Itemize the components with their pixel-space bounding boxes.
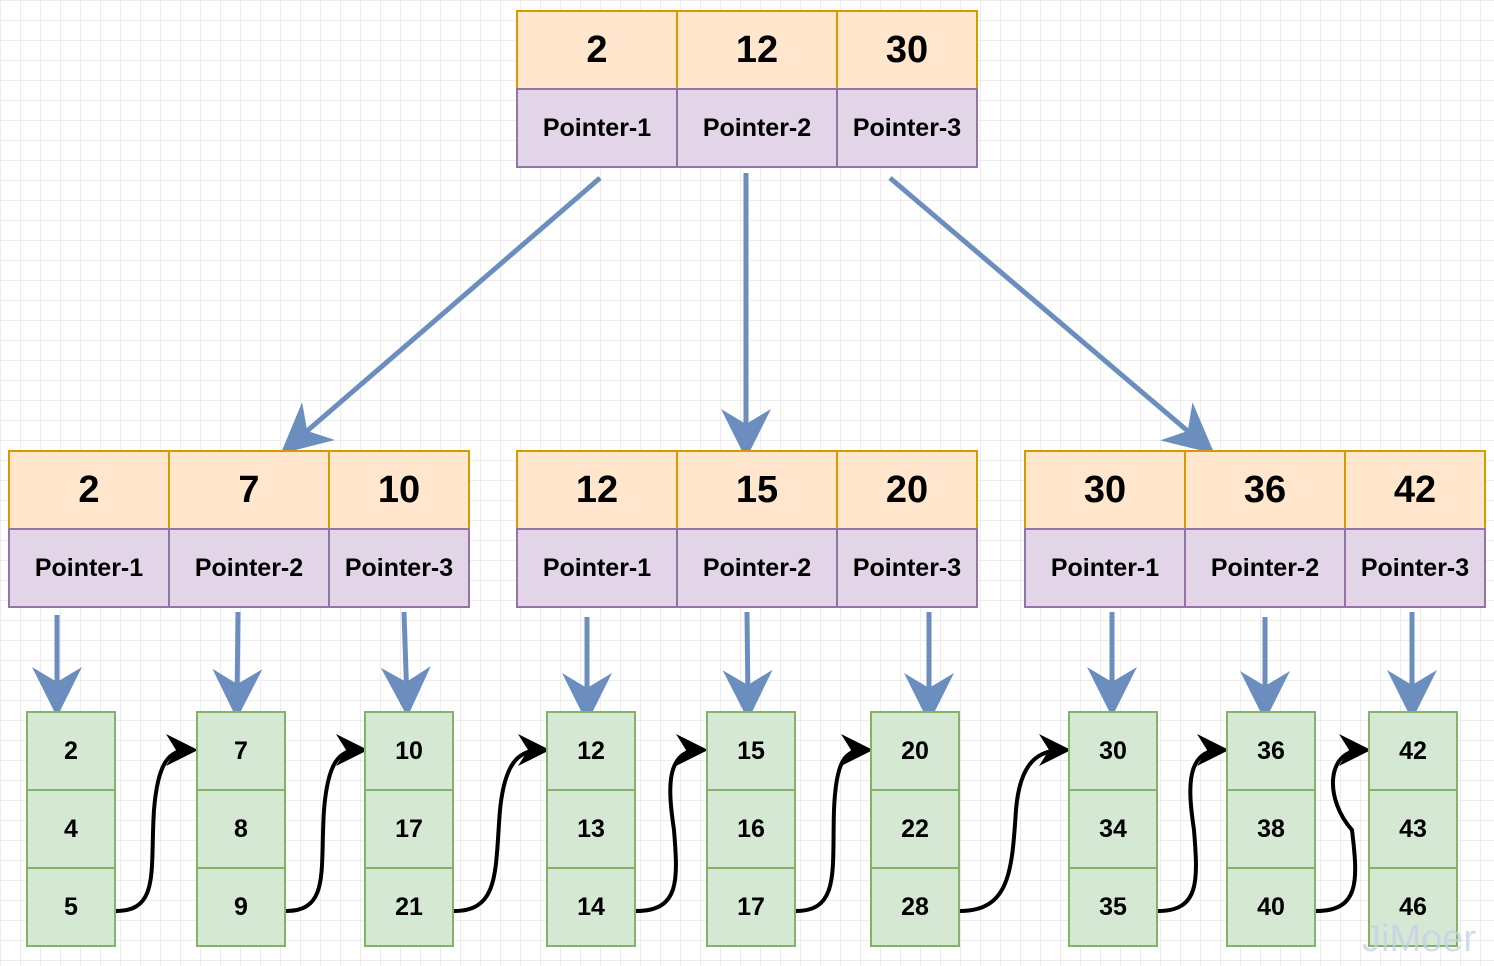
leaf-5-value-2: 16 (706, 789, 796, 869)
root-pointer-3: Pointer-3 (836, 88, 978, 168)
leaf-5-value-1: 15 (706, 711, 796, 791)
root-key-1: 2 (516, 10, 678, 90)
leaf-1-value-3: 5 (26, 867, 116, 947)
leaf-link-3 (453, 734, 550, 913)
leaf-5-value-3: 17 (706, 867, 796, 947)
leaf-4-value-1: 12 (546, 711, 636, 791)
internal-node-3-pointer-row: Pointer-1 Pointer-2 Pointer-3 (1024, 528, 1486, 608)
internal-1-key-1: 2 (8, 450, 170, 530)
leaf-8-value-1: 36 (1226, 711, 1316, 791)
leaf-9-value-1: 42 (1368, 711, 1458, 791)
leaf-link-7 (1157, 734, 1229, 913)
leaf-link-6 (959, 734, 1071, 913)
root-key-3: 30 (836, 10, 978, 90)
leaf-6-value-1: 20 (870, 711, 960, 791)
root-key-2: 12 (676, 10, 838, 90)
leaf-8-value-2: 38 (1226, 789, 1316, 869)
root-key-row: 2 12 30 (516, 10, 978, 90)
leaf-node-8: 36 38 40 (1226, 711, 1316, 947)
internal-node-1: 2 7 10 Pointer-1 Pointer-2 Pointer-3 (8, 450, 470, 608)
internal-3-pointer-2: Pointer-2 (1184, 528, 1346, 608)
root-node: 2 12 30 Pointer-1 Pointer-2 Pointer-3 (516, 10, 978, 168)
leaf-2-value-3: 9 (196, 867, 286, 947)
leaf-link-5 (795, 734, 873, 913)
root-pointer-1-arrow (280, 176, 602, 454)
root-pointer-row: Pointer-1 Pointer-2 Pointer-3 (516, 88, 978, 168)
internal-1-pointer-1: Pointer-1 (8, 528, 170, 608)
internal-node-1-key-row: 2 7 10 (8, 450, 470, 530)
leaf-4-value-2: 13 (546, 789, 636, 869)
leaf-6-value-2: 22 (870, 789, 960, 869)
leaf-link-2 (285, 734, 368, 913)
internal-3-key-3: 42 (1344, 450, 1486, 530)
internal-1-pointer-3-arrow (380, 611, 431, 717)
root-pointer-1: Pointer-1 (516, 88, 678, 168)
leaf-node-6: 20 22 28 (870, 711, 960, 947)
leaf-link-4 (635, 734, 708, 913)
leaf-2-value-2: 8 (196, 789, 286, 869)
leaf-1-value-1: 2 (26, 711, 116, 791)
internal-2-pointer-3: Pointer-3 (836, 528, 978, 608)
leaf-3-value-3: 21 (364, 867, 454, 947)
leaf-2-value-1: 7 (196, 711, 286, 791)
internal-node-3-key-row: 30 36 42 (1024, 450, 1486, 530)
leaf-node-9: 42 43 46 (1368, 711, 1458, 947)
internal-1-pointer-3: Pointer-3 (328, 528, 470, 608)
watermark: JiMoer (1362, 918, 1477, 960)
leaf-6-value-3: 28 (870, 867, 960, 947)
internal-node-3: 30 36 42 Pointer-1 Pointer-2 Pointer-3 (1024, 450, 1486, 608)
root-pointer-2: Pointer-2 (676, 88, 838, 168)
internal-2-pointer-2-arrow (722, 611, 773, 720)
leaf-3-value-2: 17 (364, 789, 454, 869)
leaf-9-value-2: 43 (1368, 789, 1458, 869)
leaf-node-4: 12 13 14 (546, 711, 636, 947)
internal-1-key-2: 7 (168, 450, 330, 530)
leaf-node-7: 30 34 35 (1068, 711, 1158, 947)
internal-3-pointer-3: Pointer-3 (1344, 528, 1486, 608)
internal-2-key-3: 20 (836, 450, 978, 530)
internal-1-key-3: 10 (328, 450, 470, 530)
internal-node-2-pointer-row: Pointer-1 Pointer-2 Pointer-3 (516, 528, 978, 608)
internal-node-2-key-row: 12 15 20 (516, 450, 978, 530)
leaf-9-value-3: 46 (1368, 867, 1458, 947)
internal-3-key-2: 36 (1184, 450, 1346, 530)
internal-2-key-1: 12 (516, 450, 678, 530)
leaf-3-value-1: 10 (364, 711, 454, 791)
internal-3-key-1: 30 (1024, 450, 1186, 530)
leaf-link-8 (1315, 734, 1371, 913)
root-pointer-3-arrow (888, 176, 1215, 454)
leaf-node-1: 2 4 5 (26, 711, 116, 947)
internal-node-1-pointer-row: Pointer-1 Pointer-2 Pointer-3 (8, 528, 470, 608)
leaf-node-3: 10 17 21 (364, 711, 454, 947)
internal-1-pointer-2: Pointer-2 (168, 528, 330, 608)
leaf-link-1 (115, 734, 198, 913)
leaf-8-value-3: 40 (1226, 867, 1316, 947)
leaf-7-value-2: 34 (1068, 789, 1158, 869)
internal-2-pointer-1: Pointer-1 (516, 528, 678, 608)
internal-2-pointer-2: Pointer-2 (676, 528, 838, 608)
internal-3-pointer-1: Pointer-1 (1024, 528, 1186, 608)
internal-node-2: 12 15 20 Pointer-1 Pointer-2 Pointer-3 (516, 450, 978, 608)
internal-1-pointer-2-arrow (212, 611, 263, 719)
leaf-1-value-2: 4 (26, 789, 116, 869)
leaf-node-5: 15 16 17 (706, 711, 796, 947)
leaf-7-value-3: 35 (1068, 867, 1158, 947)
leaf-node-2: 7 8 9 (196, 711, 286, 947)
leaf-4-value-3: 14 (546, 867, 636, 947)
leaf-7-value-1: 30 (1068, 711, 1158, 791)
internal-2-key-2: 15 (676, 450, 838, 530)
